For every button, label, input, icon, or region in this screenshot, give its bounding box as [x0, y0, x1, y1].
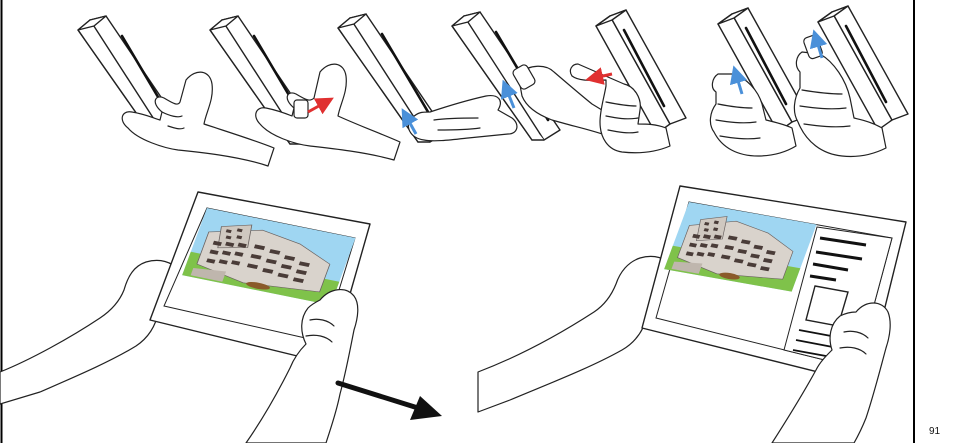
gesture-step-5	[570, 10, 686, 153]
tablet-after	[478, 186, 906, 443]
page-number: 91	[929, 426, 940, 437]
gesture-step-6	[710, 8, 808, 156]
gesture-step-7	[794, 6, 908, 157]
flow-arrow	[338, 383, 442, 420]
left-hand	[478, 256, 672, 412]
left-hand	[0, 260, 178, 404]
thumb-on-slot	[294, 100, 308, 118]
tablet-before	[0, 192, 370, 443]
